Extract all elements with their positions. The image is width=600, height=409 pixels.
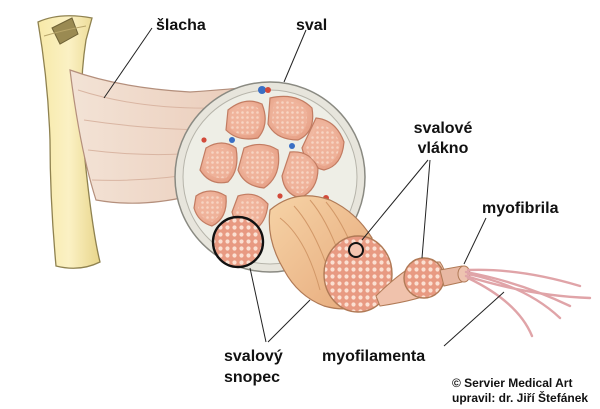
label-tendon: šlacha	[156, 17, 206, 34]
bone	[37, 15, 101, 269]
label-myofibril: myofibrila	[482, 200, 559, 217]
fascicle-highlight	[211, 215, 265, 269]
leader-lines	[103, 27, 505, 347]
fiber-bundle	[268, 195, 393, 313]
label-muscle: sval	[296, 17, 328, 34]
label-muscle-fiber-line2: vlákno	[417, 140, 469, 157]
label-muscle-fiber-line1: svalové	[413, 120, 473, 137]
myofilaments	[464, 268, 592, 338]
label-fascicle-line2: snopec	[224, 369, 281, 386]
muscle-fiber	[375, 257, 446, 307]
credit-line-1: © Servier Medical Art	[452, 376, 573, 390]
credit-line-2: upravil: dr. Jiří Štefánek	[452, 391, 589, 405]
label-fascicle-line1: svalový	[224, 348, 283, 365]
label-myofilaments: myofilamenta	[322, 348, 426, 365]
